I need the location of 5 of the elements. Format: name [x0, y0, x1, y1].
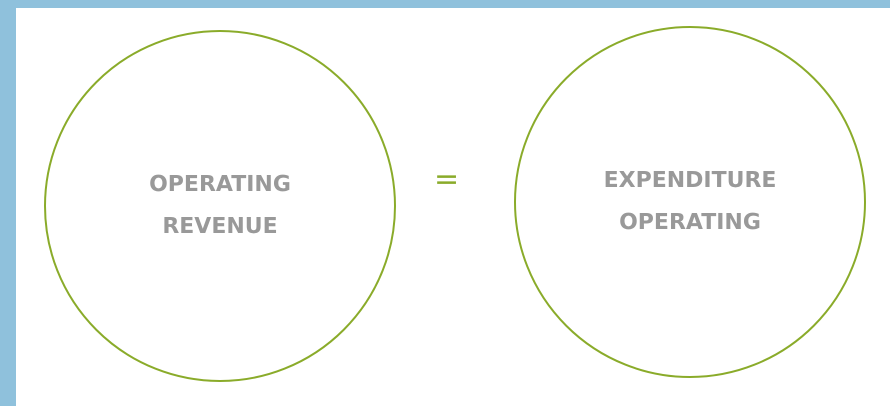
circle-label: OPERATING REVENUE — [148, 171, 292, 241]
circle-label: EXPENDITURE OPERATING — [602, 167, 778, 237]
equals-sign: = — [434, 162, 460, 197]
circle — [514, 26, 866, 378]
circle — [44, 30, 396, 382]
